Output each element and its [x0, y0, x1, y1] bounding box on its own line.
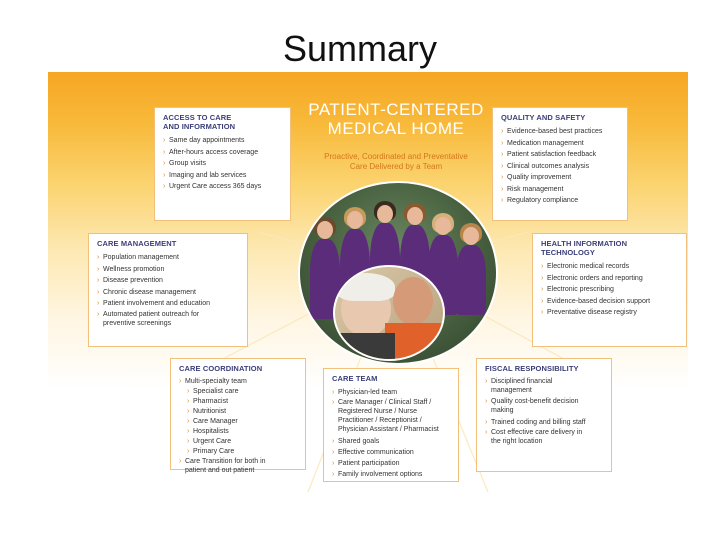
list-item: Family involvement options: [332, 469, 452, 480]
list-item: Care Manager / Clinical Staff / Register…: [332, 398, 452, 434]
list-item: Patient participation: [332, 458, 452, 469]
list-item: Multi-specialty team: [179, 377, 299, 387]
care-coordination-heading: CARE COORDINATION: [179, 364, 263, 373]
center-title: PATIENT-CENTERED MEDICAL HOME: [296, 100, 496, 138]
list-item: Evidence-based decision support: [541, 296, 680, 308]
list-item: Electronic medical records: [541, 261, 680, 273]
care-coordination-list: Multi-specialty team Specialist care Pha…: [179, 377, 299, 475]
quality-and-safety-heading: QUALITY AND SAFETY: [501, 113, 586, 122]
center-subtitle-line1: Proactive, Coordinated and Preventative: [324, 152, 468, 161]
access-to-care-box: ACCESS TO CARE AND INFORMATION Same day …: [154, 107, 291, 221]
list-item: Cost effective care delivery in the righ…: [485, 428, 605, 446]
care-coordination-box: CARE COORDINATION Multi-specialty team S…: [170, 358, 306, 474]
list-item: Wellness promotion: [97, 264, 241, 276]
patient-man: [393, 277, 433, 325]
list-item: Physician-led team: [332, 387, 452, 398]
center-subtitle: Proactive, Coordinated and Preventative …: [292, 152, 500, 172]
patient-woman-top: [335, 333, 395, 359]
list-item: Nutritionist: [179, 407, 299, 417]
list-item: Automated patient outreach for preventiv…: [97, 310, 241, 328]
care-management-heading: CARE MANAGEMENT: [97, 239, 177, 248]
list-item: Trained coding and billing staff: [485, 417, 605, 428]
quality-and-safety-list: Evidence-based best practices Medication…: [501, 126, 621, 207]
slide-title: Summary: [282, 28, 438, 69]
list-item: Quality cost-benefit decision making: [485, 397, 605, 415]
access-to-care-list: Same day appointments After-hours access…: [163, 135, 284, 193]
fiscal-responsibility-box: FISCAL RESPONSIBILITY Disciplined financ…: [476, 358, 612, 472]
list-item: Electronic orders and reporting: [541, 273, 680, 285]
access-to-care-heading: ACCESS TO CARE AND INFORMATION: [163, 113, 236, 131]
list-item: Chronic disease management: [97, 287, 241, 299]
care-team-heading: CARE TEAM: [332, 374, 378, 383]
fiscal-responsibility-list: Disciplined financial management Quality…: [485, 377, 605, 446]
list-item: Specialist care: [179, 387, 299, 397]
list-item: Clinical outcomes analysis: [501, 161, 621, 173]
list-item: After-hours access coverage: [163, 147, 284, 159]
list-item: Disciplined financial management: [485, 377, 605, 395]
care-team-box: CARE TEAM Physician-led team Care Manage…: [323, 368, 459, 482]
list-item: Quality improvement: [501, 172, 621, 184]
center-title-line2: MEDICAL HOME: [327, 119, 465, 138]
list-item: Group visits: [163, 158, 284, 170]
list-item: Pharmacist: [179, 397, 299, 407]
center-subtitle-line2: Care Delivered by a Team: [349, 162, 443, 171]
health-it-heading: HEALTH INFORMATION TECHNOLOGY: [541, 239, 628, 257]
list-item: Medication management: [501, 138, 621, 150]
health-it-box: HEALTH INFORMATION TECHNOLOGY Electronic…: [532, 233, 687, 347]
care-management-list: Population management Wellness promotion…: [97, 252, 241, 328]
list-item: Disease prevention: [97, 275, 241, 287]
health-it-list: Electronic medical records Electronic or…: [541, 261, 680, 319]
list-item: Care Transition for both in patient and …: [179, 457, 299, 475]
list-item: Evidence-based best practices: [501, 126, 621, 138]
list-item: Patient satisfaction feedback: [501, 149, 621, 161]
fiscal-responsibility-heading: FISCAL RESPONSIBILITY: [485, 364, 579, 373]
list-item: Effective communication: [332, 447, 452, 458]
list-item: Electronic prescribing: [541, 284, 680, 296]
list-item: Preventative disease registry: [541, 307, 680, 319]
list-item: Risk management: [501, 184, 621, 196]
list-item: Population management: [97, 252, 241, 264]
list-item: Patient involvement and education: [97, 298, 241, 310]
quality-and-safety-box: QUALITY AND SAFETY Evidence-based best p…: [492, 107, 628, 221]
care-management-box: CARE MANAGEMENT Population management We…: [88, 233, 248, 347]
center-title-line1: PATIENT-CENTERED: [308, 100, 484, 119]
care-team-list: Physician-led team Care Manager / Clinic…: [332, 387, 452, 480]
list-item: Same day appointments: [163, 135, 284, 147]
list-item: Urgent Care access 365 days: [163, 181, 284, 193]
list-item: Hospitalists: [179, 427, 299, 437]
list-item: Shared goals: [332, 436, 452, 447]
list-item: Urgent Care: [179, 437, 299, 447]
list-item: Imaging and lab services: [163, 170, 284, 182]
list-item: Care Manager: [179, 417, 299, 427]
list-item: Primary Care: [179, 447, 299, 457]
patient-woman-hair: [337, 273, 395, 301]
patients-photo: [333, 265, 445, 361]
list-item: Regulatory compliance: [501, 195, 621, 207]
